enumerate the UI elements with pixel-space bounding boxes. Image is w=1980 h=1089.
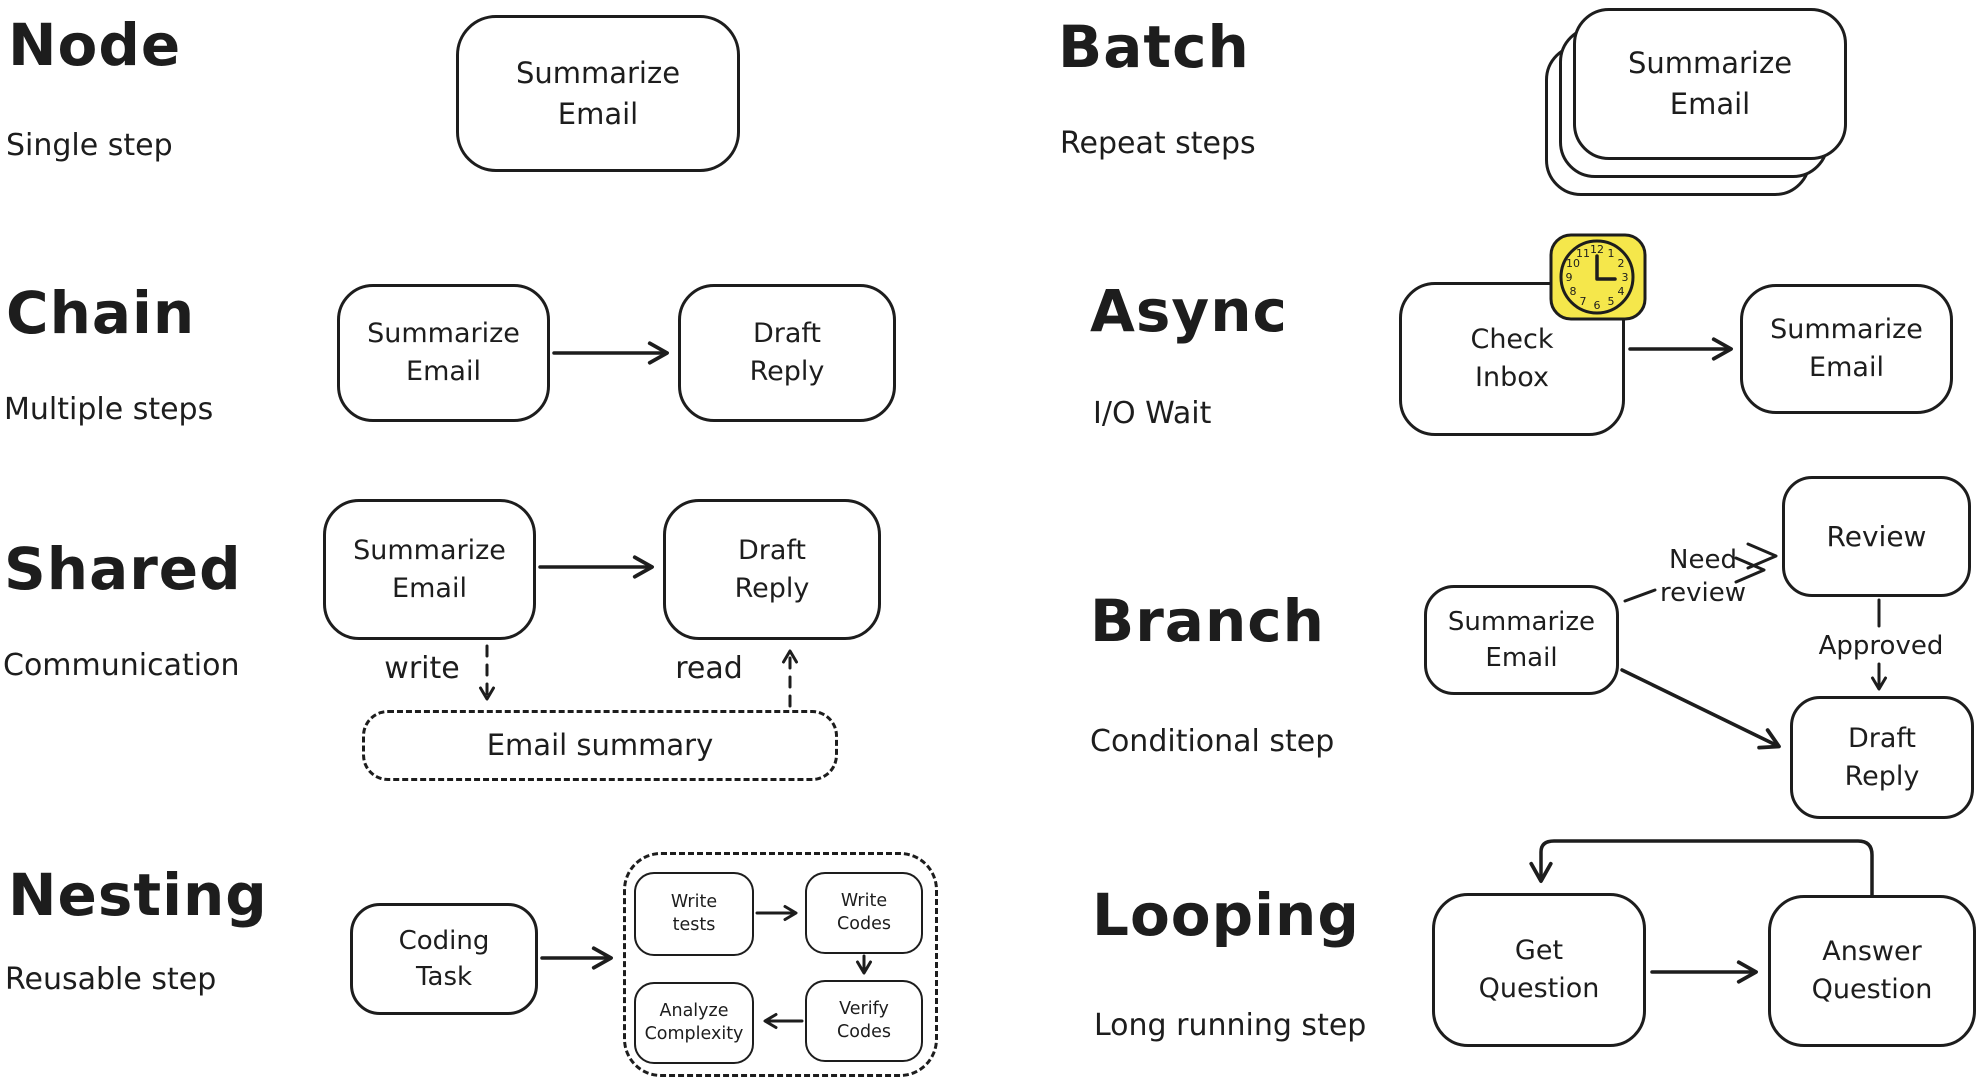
shared-store-box-email-summary: Email summary — [362, 710, 838, 781]
shared-box-draft-reply: Draft Reply — [663, 499, 881, 640]
branch-box-draft-reply: Draft Reply — [1790, 696, 1974, 819]
shared-write-label: write — [384, 651, 460, 686]
nesting-box-write-codes: Write Codes — [805, 872, 923, 954]
batch-section-title: Batch — [1058, 13, 1250, 81]
clock-numeral: 6 — [1594, 299, 1601, 312]
nesting-dashed-container — [623, 852, 938, 1077]
branch-box-summarize-email: Summarize Email — [1424, 585, 1619, 695]
clock-numeral: 3 — [1622, 271, 1629, 284]
chain-box-summarize-email: Summarize Email — [337, 284, 550, 422]
branch-section-title: Branch — [1090, 587, 1325, 655]
shared-section-subtitle: Communication — [3, 648, 240, 683]
nesting-box-write-tests: Write tests — [634, 872, 754, 956]
clock-numeral: 5 — [1608, 295, 1615, 308]
shared-read-label: read — [675, 651, 743, 686]
clock-numeral: 8 — [1570, 285, 1577, 298]
clock-numeral: 9 — [1566, 271, 1573, 284]
looping-box-answer-question: Answer Question — [1768, 895, 1976, 1047]
clock-numeral: 12 — [1590, 243, 1604, 256]
clock-numeral: 1 — [1608, 247, 1615, 260]
branch-diagonal-arrow — [1620, 668, 1781, 750]
async-box-summarize-email: Summarize Email — [1740, 284, 1953, 414]
clock-numeral: 4 — [1618, 285, 1625, 298]
branch-box-review: Review — [1782, 476, 1971, 597]
nesting-box-analyze-complexity: Analyze Complexity — [634, 982, 754, 1064]
shared-box-summarize-email: Summarize Email — [323, 499, 536, 640]
async-section-title: Async — [1090, 277, 1288, 345]
clock-numeral: 7 — [1580, 295, 1587, 308]
branch-approved-label: Approved — [1818, 631, 1944, 661]
node-section-title: Node — [8, 11, 182, 79]
shared-section-title: Shared — [4, 535, 242, 603]
nesting-box-coding-task: Coding Task — [350, 903, 538, 1015]
looping-back-arrow — [1529, 839, 1874, 897]
clock-numeral: 10 — [1566, 257, 1580, 270]
clock-numeral: 11 — [1576, 247, 1590, 260]
clock-icon: 12 1 2 3 4 5 6 7 8 9 10 11 — [1549, 233, 1647, 321]
clock-numeral: 2 — [1618, 257, 1625, 270]
batch-section-subtitle: Repeat steps — [1060, 126, 1256, 161]
node-box-summarize-email: Summarize Email — [456, 15, 740, 172]
nesting-box-verify-codes: Verify Codes — [805, 980, 923, 1062]
looping-box-get-question: Get Question — [1432, 893, 1646, 1047]
nesting-section-title: Nesting — [8, 861, 268, 929]
looping-section-subtitle: Long running step — [1094, 1008, 1367, 1043]
chain-box-draft-reply: Draft Reply — [678, 284, 896, 422]
branch-need-review-label: Need review — [1660, 545, 1746, 608]
batch-box-summarize-email: Summarize Email — [1573, 8, 1847, 160]
looping-section-title: Looping — [1092, 881, 1360, 949]
chain-section-title: Chain — [6, 279, 196, 347]
async-section-subtitle: I/O Wait — [1093, 396, 1212, 431]
chain-section-subtitle: Multiple steps — [4, 392, 214, 427]
nesting-section-subtitle: Reusable step — [5, 962, 217, 997]
branch-section-subtitle: Conditional step — [1090, 724, 1335, 759]
node-section-subtitle: Single step — [6, 128, 173, 163]
